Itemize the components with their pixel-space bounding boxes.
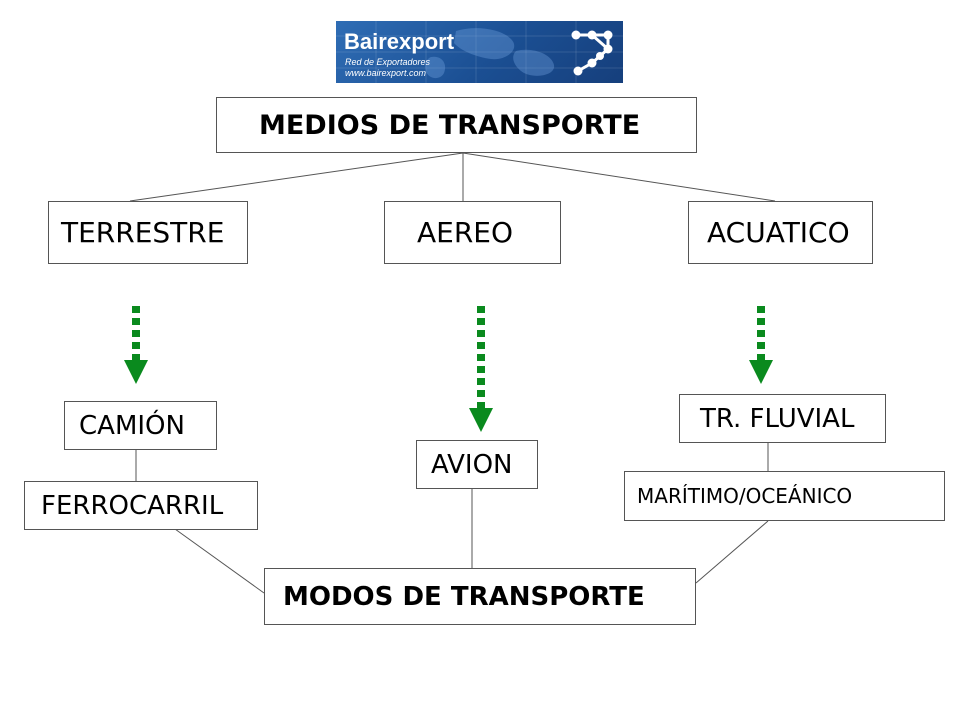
arrow-acuatico-head (749, 360, 773, 384)
title-box: MEDIOS DE TRANSPORTE (216, 97, 697, 153)
category-aereo-label: AEREO (417, 216, 514, 249)
arrow-aereo-icon (469, 306, 493, 432)
arrow-aereo-head (469, 408, 493, 432)
mode-fluvial-label: TR. FLUVIAL (700, 403, 855, 434)
category-acuatico-box: ACUATICO (688, 201, 873, 264)
footer-text: MODOS DE TRANSPORTE (283, 581, 645, 612)
logo-url: www.bairexport.com (345, 68, 427, 78)
category-terrestre-box: TERRESTRE (48, 201, 248, 264)
mode-avion-box: AVION (416, 440, 538, 489)
logo-brand: Bairexport (344, 29, 455, 54)
bairexport-logo: Bairexport Red de Exportadores www.baire… (336, 21, 623, 83)
arrow-acuatico-icon (749, 306, 773, 384)
mode-camion-label: CAMIÓN (79, 410, 185, 441)
mode-maritimo-label: MARÍTIMO/OCEÁNICO (637, 484, 853, 508)
mode-camion-box: CAMIÓN (64, 401, 217, 450)
connector-ferrocarril-modos (174, 528, 265, 594)
mode-avion-label: AVION (431, 449, 513, 480)
category-aereo-box: AEREO (384, 201, 561, 264)
mode-ferrocarril-label: FERROCARRIL (41, 490, 224, 521)
arrow-terrestre-icon (124, 306, 148, 384)
logo-mark-icon (571, 30, 613, 76)
connector-maritimo-modos (695, 520, 769, 584)
mode-ferrocarril-box: FERROCARRIL (24, 481, 258, 530)
mode-fluvial-box: TR. FLUVIAL (679, 394, 886, 443)
connector-title-terrestre (129, 152, 464, 202)
logo-tagline: Red de Exportadores (345, 57, 431, 67)
mode-maritimo-box: MARÍTIMO/OCEÁNICO (624, 471, 945, 521)
title-text: MEDIOS DE TRANSPORTE (259, 109, 641, 141)
category-acuatico-label: ACUATICO (707, 216, 850, 249)
category-terrestre-label: TERRESTRE (61, 216, 225, 249)
footer-box: MODOS DE TRANSPORTE (264, 568, 696, 625)
arrow-terrestre-head (124, 360, 148, 384)
connector-title-acuatico (462, 152, 776, 202)
